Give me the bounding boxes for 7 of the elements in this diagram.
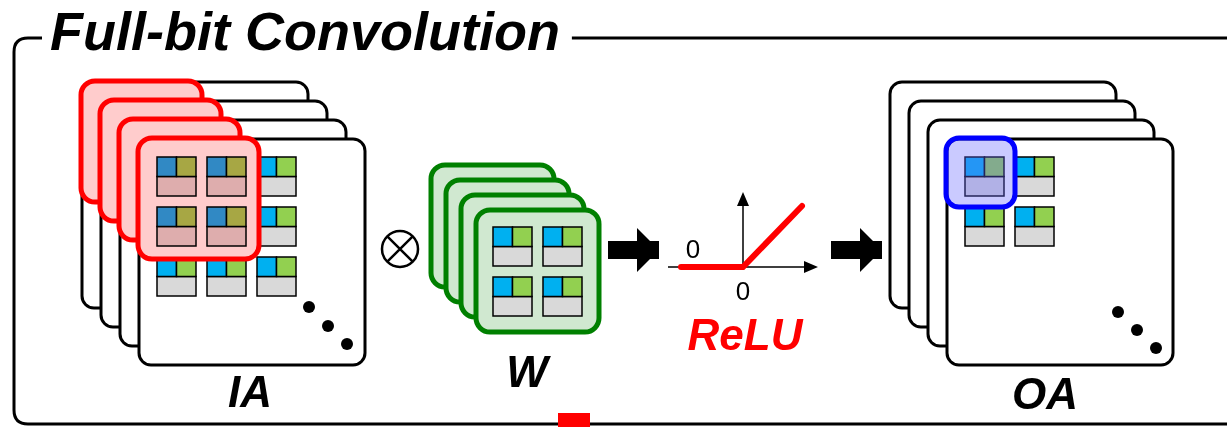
axis-value: 0 (735, 278, 751, 304)
function-label: ReLU (687, 313, 803, 357)
tensor-label: OA (1012, 372, 1078, 416)
arrow (831, 228, 882, 272)
diagram-title: Full-bit Convolution (50, 4, 560, 58)
tensor-label: IA (228, 370, 272, 414)
axis-value: 0 (685, 236, 701, 262)
